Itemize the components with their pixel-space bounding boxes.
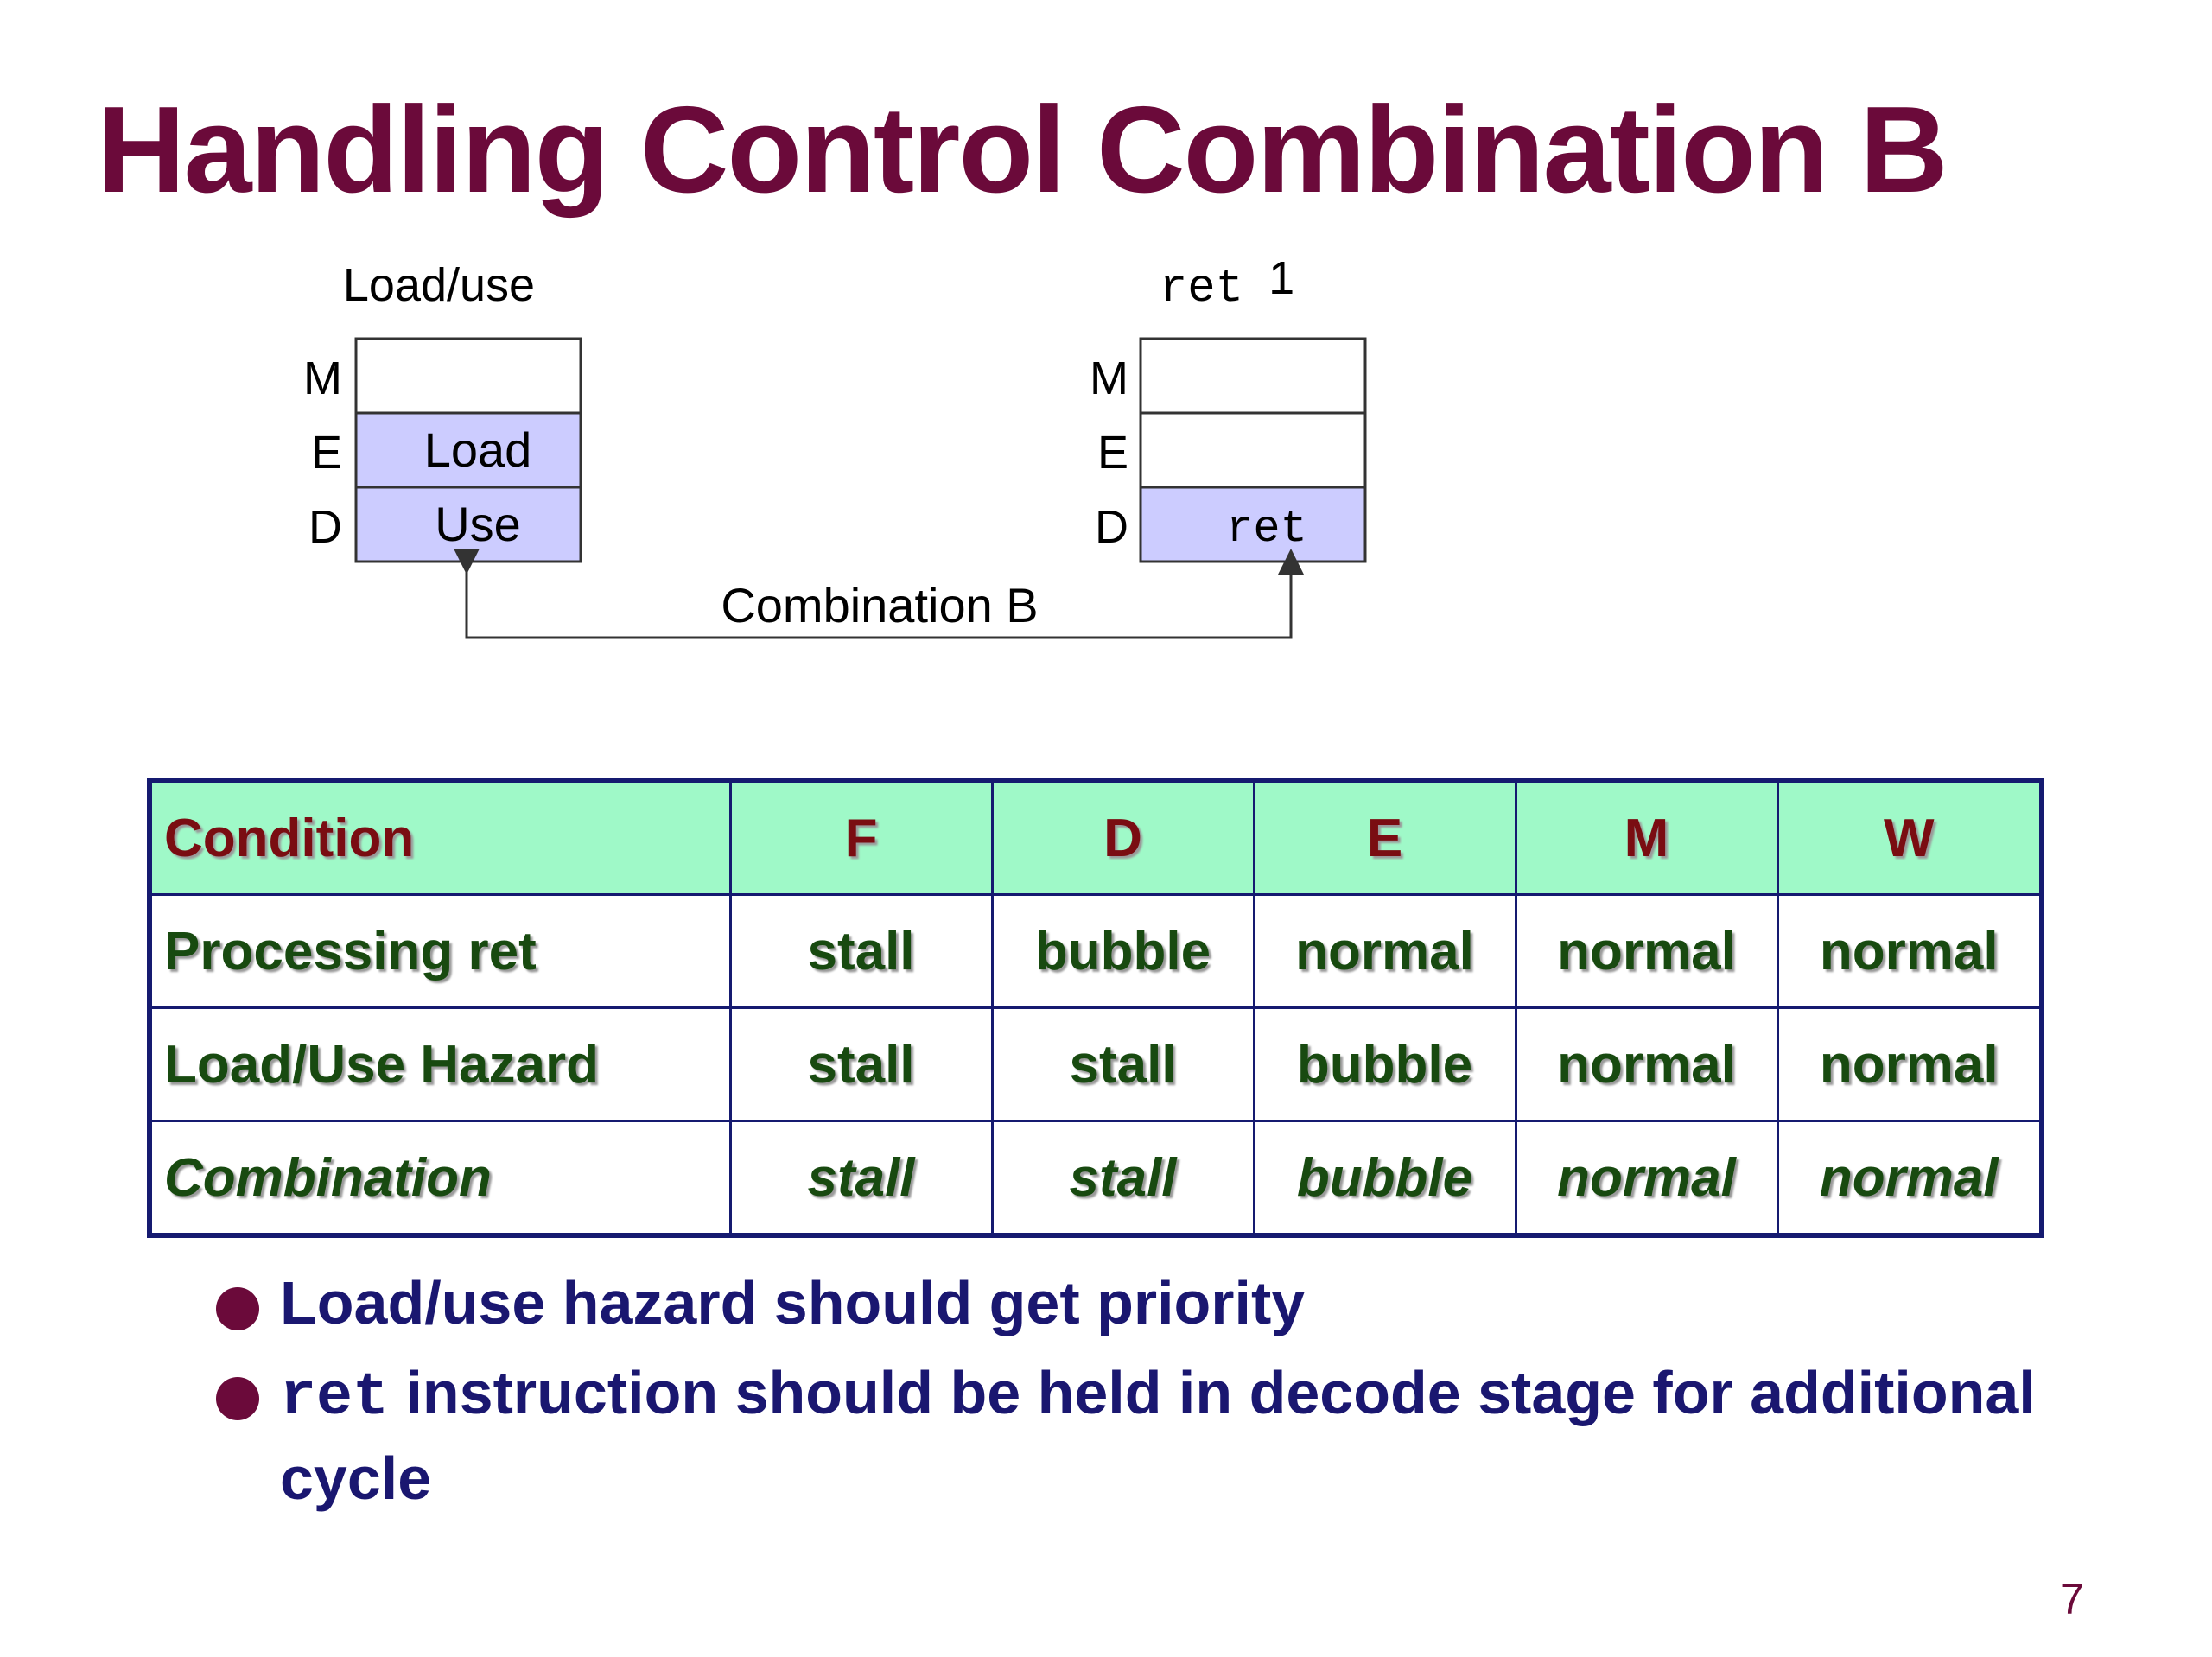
row-condition-cell: Load/Use Hazard <box>148 1006 732 1122</box>
header-m: M <box>1514 778 1779 896</box>
row-e-cell: bubble <box>1252 1120 1517 1237</box>
ret-block-title-code: ret <box>1160 263 1243 315</box>
header-condition: Condition <box>148 778 732 896</box>
load-use-block-title: Load/use <box>343 259 535 311</box>
table-row: Load/Use Hazard stall stall bubble norma… <box>148 1006 2044 1122</box>
load-use-stage-d-label: D <box>308 501 342 553</box>
table-row: Processing ret stall bubble normal norma… <box>148 893 2044 1009</box>
bullet-dot-icon <box>216 1287 259 1330</box>
row-w-cell: normal <box>1776 1006 2044 1122</box>
ret-stage-d-label: D <box>1095 501 1128 553</box>
row-w-cell: normal <box>1776 893 2044 1009</box>
bullet-list: Load/use hazard should get priority ret … <box>216 1263 2152 1528</box>
row-e-cell: bubble <box>1252 1006 1517 1122</box>
combination-connector-arrow <box>454 549 1304 639</box>
header-w: W <box>1776 778 2044 896</box>
row-w-cell: normal <box>1776 1120 2044 1237</box>
ret-stage-d-content: ret <box>1226 504 1307 555</box>
load-use-stage-d-content: Use <box>435 497 521 551</box>
ret-block-title: ret 1 <box>1160 252 1294 315</box>
table-header-row: Condition F D E M W <box>148 778 2044 896</box>
pipeline-diagram: Load/use M E D Load Use ret 1 M E D ret … <box>303 252 1367 639</box>
bullet-dot-icon <box>216 1377 259 1420</box>
row-condition-cell: Processing ret <box>148 893 732 1009</box>
ret-block-title-suffix: 1 <box>1268 252 1294 304</box>
list-item: Load/use hazard should get priority <box>216 1263 2152 1343</box>
bullet-text: Load/use hazard should get priority <box>280 1269 1306 1336</box>
table-row: Combination stall stall bubble normal no… <box>148 1120 2044 1237</box>
condition-table: Condition F D E M W Processing ret stall… <box>147 778 2044 1238</box>
row-m-cell: normal <box>1514 1006 1779 1122</box>
row-d-cell: stall <box>990 1120 1255 1237</box>
load-use-block: Load/use M E D Load Use <box>303 259 582 563</box>
load-use-stage-e-content: Load <box>424 422 532 477</box>
header-e: E <box>1252 778 1517 896</box>
bullet-code: ret <box>280 1364 390 1432</box>
header-d: D <box>990 778 1255 896</box>
row-f-cell: stall <box>728 1120 994 1237</box>
load-use-stage-m-label: M <box>303 352 342 404</box>
row-m-cell: normal <box>1514 893 1779 1009</box>
header-f: F <box>728 778 994 896</box>
row-condition-cell: Combination <box>148 1120 732 1237</box>
row-f-cell: stall <box>728 1006 994 1122</box>
row-d-cell: bubble <box>990 893 1255 1009</box>
page-number: 7 <box>2060 1575 2084 1623</box>
load-use-stage-e-label: E <box>311 427 342 479</box>
load-use-stage-m-box <box>354 337 582 415</box>
ret-block: ret 1 M E D ret <box>1090 252 1367 563</box>
combination-connector-label: Combination B <box>721 578 1038 632</box>
list-item: ret instruction should be held in decode… <box>216 1353 2152 1518</box>
ret-stage-m-box <box>1139 337 1367 415</box>
ret-stage-e-box <box>1139 411 1367 489</box>
row-f-cell: stall <box>728 893 994 1009</box>
load-use-stage-e-box <box>354 411 582 489</box>
row-e-cell: normal <box>1252 893 1517 1009</box>
row-d-cell: stall <box>990 1006 1255 1122</box>
row-m-cell: normal <box>1514 1120 1779 1237</box>
ret-stage-m-label: M <box>1090 352 1128 404</box>
slide-title: Handling Control Combination B <box>97 81 1948 219</box>
ret-stage-e-label: E <box>1097 427 1128 479</box>
bullet-text: instruction should be held in decode sta… <box>280 1359 2036 1512</box>
